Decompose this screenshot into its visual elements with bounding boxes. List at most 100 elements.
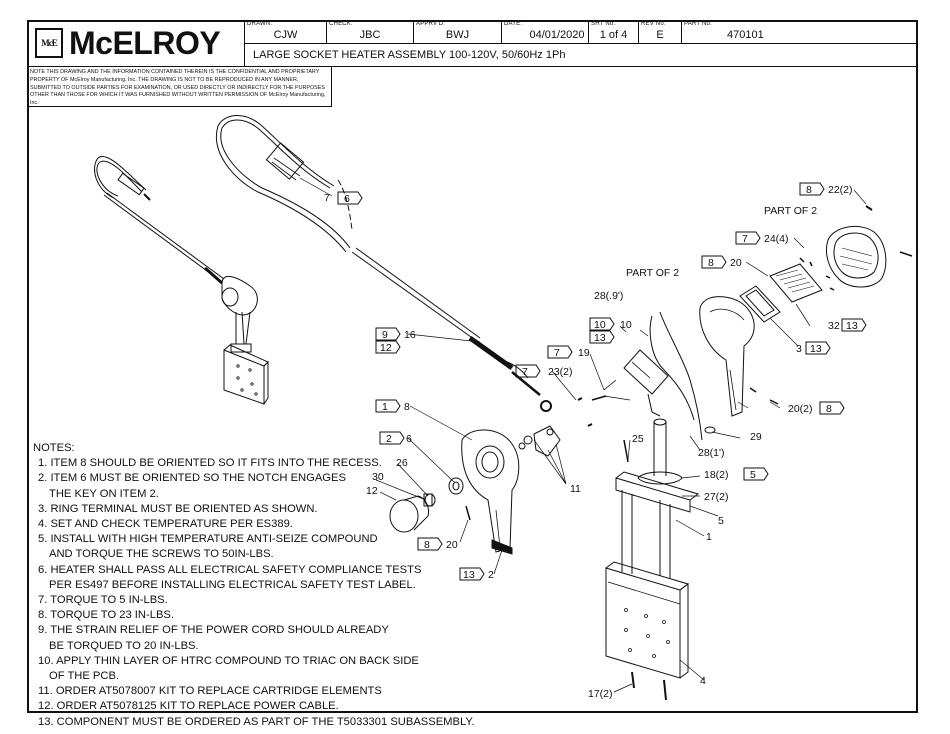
callout-23: 23(2): [548, 366, 573, 378]
note-text: SET AND CHECK TEMPERATURE PER ES389.: [50, 518, 293, 531]
callout-20-handle: 20(2): [788, 403, 813, 415]
callout-4: 4: [700, 675, 706, 687]
callout-22: 22(2): [828, 184, 853, 196]
callout-flag-13-gasket: 13: [810, 343, 822, 355]
note-number: 7.: [38, 594, 48, 607]
check-value: JBC: [359, 29, 381, 41]
callout-flags: [337, 182, 867, 581]
note-item: 1. ITEM 8 SHOULD BE ORIENTED SO IT FITS …: [33, 456, 474, 471]
callout-11: 11: [570, 483, 581, 495]
check-cell: CHECK: JBC: [327, 20, 414, 44]
note-item: 4. SET AND CHECK TEMPERATURE PER ES389.: [33, 517, 474, 532]
pcb-board: [591, 349, 669, 417]
note-text: TORQUE TO 23 IN-LBS.: [50, 609, 174, 622]
note-item-continuation: THE KEY ON ITEM 2.: [49, 487, 159, 500]
note-text: APPLY THIN LAYER OF HTRC COMPOUND TO TRI…: [56, 654, 419, 667]
callout-flag-8-top: 8: [806, 184, 812, 196]
callout-7-cord-label: 7: [324, 192, 330, 204]
callout-32: 32: [828, 320, 840, 332]
note-number: 13.: [38, 715, 54, 728]
callout-flag-1: 1: [382, 401, 388, 413]
note-item: 2. ITEM 6 MUST BE ORIENTED SO THE NOTCH …: [33, 471, 474, 486]
note-text: THE STRAIN RELIEF OF THE POWER CORD SHOU…: [50, 624, 389, 637]
callout-6: 6: [406, 433, 412, 445]
note-item-continuation: AND TORQUE THE SCREWS TO 50IN-LBS.: [49, 548, 274, 561]
note-number: 2.: [38, 472, 48, 485]
callout-flag-7-screws: 7: [522, 366, 528, 378]
revision-value: E: [656, 29, 664, 41]
note-number: 10.: [38, 654, 54, 667]
note-number: 4.: [38, 518, 48, 531]
callout-flag-6: 6: [344, 193, 350, 205]
callout-flag-13-handle: 13: [463, 569, 475, 581]
callout-2: 2: [488, 569, 494, 581]
date-cell: DATE: 04/01/2020: [502, 20, 589, 44]
callout-28-long: 28(1'): [698, 447, 725, 459]
sheet-cell: SHT No: 1 of 4: [589, 20, 639, 44]
note-number: 11.: [38, 685, 53, 698]
callout-29: 29: [750, 431, 762, 443]
note-text: COMPONENT MUST BE ORDERED AS PART OF THE…: [56, 715, 475, 728]
note-number: 5.: [38, 533, 48, 546]
note-item: 8. TORQUE TO 23 IN-LBS.: [33, 608, 474, 623]
callout-flag-7-pcb: 7: [554, 347, 560, 359]
revision-label: REV No:: [641, 21, 666, 27]
sheet-label: SHT No:: [591, 21, 616, 27]
note-item: 7. TORQUE TO 5 IN-LBS.: [33, 593, 474, 608]
drawn-label: DRAWN:: [247, 21, 273, 27]
callout-flag-9: 9: [382, 329, 388, 341]
note-item: 3. RING TERMINAL MUST BE ORIENTED AS SHO…: [33, 502, 474, 517]
callout-26: 26: [396, 457, 408, 469]
note-text: INSTALL WITH HIGH TEMPERATURE ANTI-SEIZE…: [50, 533, 378, 546]
lead-wires: [649, 311, 716, 441]
part-number-label: PART No:: [684, 21, 712, 27]
note-item-continuation: OF THE PCB.: [49, 670, 120, 683]
date-label: DATE:: [504, 21, 523, 27]
note-text: RING TERMINAL MUST BE ORIENTED AS SHOWN.: [50, 502, 318, 515]
note-text: TORQUE TO 5 IN-LBS.: [50, 594, 168, 607]
small-assembly-view: [94, 156, 269, 405]
drawn-cell: DRAWN: CJW: [245, 20, 327, 44]
logo-mark-icon: McE: [35, 28, 63, 58]
callout-5: 5: [718, 515, 724, 527]
drawing-sheet-border: [27, 20, 918, 713]
callout-30: 30: [372, 471, 384, 483]
callout-flag-5: 5: [750, 469, 756, 481]
part-of-2-label-middle: PART OF 2: [626, 267, 679, 279]
note-text: ITEM 8 SHOULD BE ORIENTED SO IT FITS INT…: [50, 457, 382, 470]
callout-18: 18(2): [704, 469, 729, 481]
knob-parts: [389, 397, 593, 533]
callout-20-top: 20: [730, 257, 742, 269]
sheet-value: 1 of 4: [599, 29, 628, 41]
callout-1: 1: [706, 531, 712, 543]
note-text: ORDER AT5078007 KIT TO REPLACE CARTRIDGE…: [55, 685, 382, 698]
callout-27: 27(2): [704, 491, 729, 503]
notes-list: NOTES: 1. ITEM 8 SHOULD BE ORIENTED SO I…: [33, 441, 474, 730]
approved-cell: APPRV'D: BWJ: [414, 20, 502, 44]
callout-8: 8: [404, 401, 410, 413]
handle-body: [461, 429, 520, 555]
callout-flag-10: 10: [594, 319, 606, 331]
note-item: 11. ORDER AT5078007 KIT TO REPLACE CARTR…: [33, 684, 474, 699]
notes-heading: NOTES:: [33, 442, 75, 454]
note-item: 6. HEATER SHALL PASS ALL ELECTRICAL SAFE…: [33, 563, 474, 578]
power-cord: [216, 115, 552, 412]
approved-label: APPRV'D:: [416, 21, 445, 27]
note-number: 6.: [38, 563, 48, 576]
callout-3: 3: [796, 343, 802, 355]
revision-cell: REV No: E: [639, 20, 682, 44]
logo-text: McELROY: [69, 25, 221, 61]
note-item-continuation: BE TORQUED TO 20 IN-LBS.: [49, 639, 199, 652]
callout-flag-7-top: 7: [742, 233, 748, 245]
callout-flag-8-handle: 8: [826, 403, 832, 415]
note-item-continuation: PER ES497 BEFORE INSTALLING ELECTRICAL S…: [49, 578, 416, 591]
callout-flag-8-knob: 8: [424, 539, 430, 551]
part-number-cell: PART No: 470101: [682, 20, 918, 44]
note-item: 5. INSTALL WITH HIGH TEMPERATURE ANTI-SE…: [33, 532, 474, 547]
callout-25: 25: [632, 433, 644, 445]
note-number: 1.: [38, 457, 48, 470]
note-number: 9.: [38, 624, 48, 637]
note-number: 12.: [38, 700, 54, 713]
note-item: 10. APPLY THIN LAYER OF HTRC COMPOUND TO…: [33, 654, 474, 669]
